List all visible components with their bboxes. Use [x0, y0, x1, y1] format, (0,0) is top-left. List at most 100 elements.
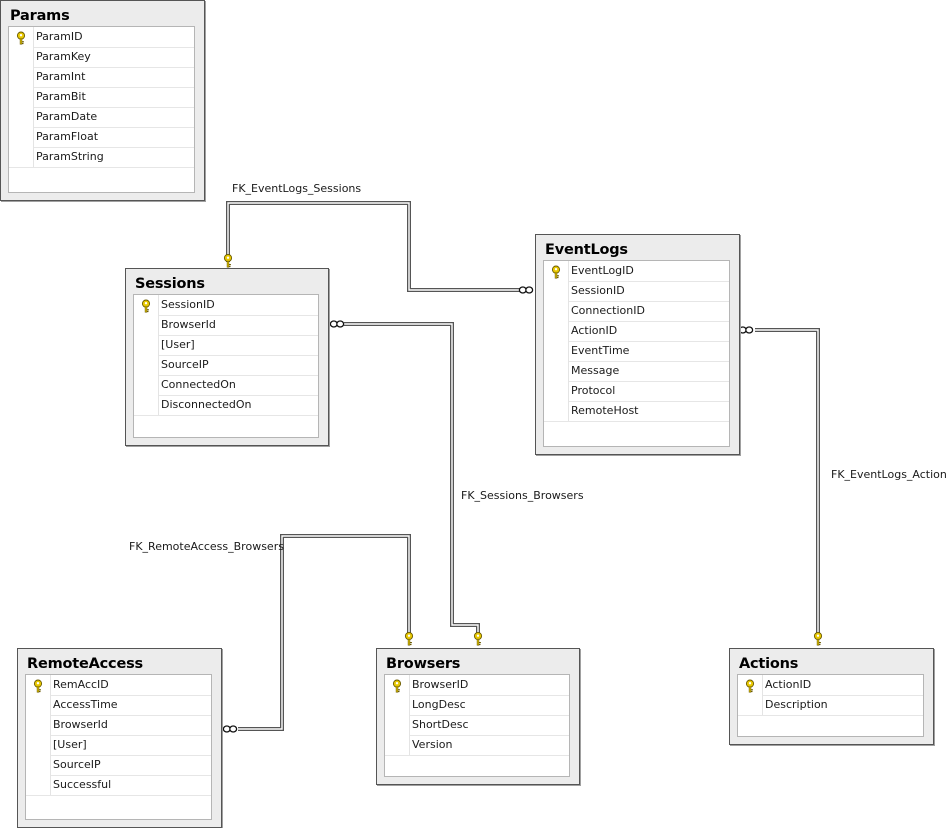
column-row[interactable]: Description [738, 695, 923, 716]
column-row[interactable]: ParamDate [9, 107, 194, 128]
column-row[interactable]: ParamBit [9, 87, 194, 108]
row-selector[interactable] [26, 775, 51, 795]
key-icon [813, 631, 823, 646]
row-selector[interactable] [544, 261, 569, 281]
row-selector[interactable] [9, 67, 34, 87]
table-title[interactable]: Browsers [386, 656, 461, 672]
relationship-fk-sessions-browsers[interactable] [329, 320, 483, 646]
row-selector[interactable] [9, 127, 34, 147]
column-row[interactable]: ActionID [738, 675, 923, 696]
row-selector[interactable] [134, 375, 159, 395]
row-selector[interactable] [9, 27, 34, 47]
column-name: ActionID [571, 324, 618, 337]
table-title[interactable]: RemoteAccess [27, 656, 143, 672]
column-row[interactable]: ParamID [9, 27, 194, 48]
column-row[interactable]: ParamFloat [9, 127, 194, 148]
table-title[interactable]: EventLogs [545, 242, 628, 258]
column-row[interactable]: ParamString [9, 147, 194, 168]
column-name: SourceIP [53, 758, 101, 771]
row-selector[interactable] [544, 401, 569, 421]
column-row[interactable]: SessionID [134, 295, 318, 316]
row-selector[interactable] [26, 735, 51, 755]
column-row[interactable]: [User] [26, 735, 211, 756]
column-name: RemoteHost [571, 404, 639, 417]
column-row[interactable]: EventLogID [544, 261, 729, 282]
row-selector[interactable] [26, 695, 51, 715]
row-selector[interactable] [385, 695, 410, 715]
row-selector[interactable] [544, 321, 569, 341]
row-selector[interactable] [544, 301, 569, 321]
column-row[interactable]: ConnectedOn [134, 375, 318, 396]
row-selector[interactable] [134, 355, 159, 375]
column-row[interactable]: RemAccID [26, 675, 211, 696]
relationship-label[interactable]: FK_EventLogs_Sessions [232, 182, 362, 195]
column-name: SessionID [161, 298, 215, 311]
column-row[interactable]: ActionID [544, 321, 729, 342]
column-name: ParamKey [36, 50, 91, 63]
column-row[interactable]: SourceIP [26, 755, 211, 776]
column-row[interactable]: ConnectionID [544, 301, 729, 322]
row-selector[interactable] [26, 755, 51, 775]
relationship-fk-remoteaccess-browsers[interactable] [222, 534, 414, 733]
column-row[interactable]: [User] [134, 335, 318, 356]
row-selector[interactable] [9, 87, 34, 107]
row-selector[interactable] [544, 381, 569, 401]
column-row[interactable]: ParamKey [9, 47, 194, 68]
column-name: RemAccID [53, 678, 109, 691]
row-selector[interactable] [544, 341, 569, 361]
column-row[interactable]: Message [544, 361, 729, 382]
table-title[interactable]: Params [10, 8, 70, 24]
primary-key-icon [32, 678, 44, 693]
row-selector[interactable] [544, 361, 569, 381]
relationship-fk-eventlogs-sessions[interactable] [223, 201, 534, 294]
column-row[interactable]: ShortDesc [385, 715, 569, 736]
relationship-fk-eventlogs-actions[interactable] [738, 326, 823, 646]
column-row[interactable]: Successful [26, 775, 211, 796]
column-row[interactable]: BrowserId [26, 715, 211, 736]
relationship-label[interactable]: FK_EventLogs_Actions [831, 468, 946, 481]
column-row[interactable]: ParamInt [9, 67, 194, 88]
row-selector[interactable] [544, 281, 569, 301]
column-name: [User] [53, 738, 87, 751]
row-selector[interactable] [26, 675, 51, 695]
column-name: ParamString [36, 150, 104, 163]
table-title[interactable]: Sessions [135, 276, 205, 292]
column-row[interactable]: AccessTime [26, 695, 211, 716]
row-selector[interactable] [9, 147, 34, 167]
column-row[interactable]: LongDesc [385, 695, 569, 716]
row-selector[interactable] [134, 335, 159, 355]
row-selector[interactable] [134, 295, 159, 315]
column-row[interactable]: RemoteHost [544, 401, 729, 422]
table-title[interactable]: Actions [739, 656, 799, 672]
column-row[interactable]: BrowserId [134, 315, 318, 336]
infinity-icon [738, 326, 754, 334]
relationship-label[interactable]: FK_Sessions_Browsers [461, 489, 584, 502]
column-row[interactable]: DisconnectedOn [134, 395, 318, 416]
row-selector[interactable] [9, 107, 34, 127]
relationship-label[interactable]: FK_RemoteAccess_Browsers [129, 540, 284, 553]
column-row[interactable]: Protocol [544, 381, 729, 402]
column-row[interactable]: Version [385, 735, 569, 756]
row-selector[interactable] [134, 395, 159, 415]
row-selector[interactable] [385, 675, 410, 695]
relationship-line-inner [755, 329, 819, 636]
column-row[interactable]: SourceIP [134, 355, 318, 376]
row-selector[interactable] [738, 675, 763, 695]
column-row[interactable]: BrowserID [385, 675, 569, 696]
row-selector[interactable] [26, 715, 51, 735]
row-selector[interactable] [134, 315, 159, 335]
row-selector[interactable] [738, 695, 763, 715]
relationship-line-inner [344, 323, 479, 638]
column-row[interactable]: EventTime [544, 341, 729, 362]
row-selector[interactable] [9, 47, 34, 67]
row-selector[interactable] [385, 715, 410, 735]
column-row[interactable]: SessionID [544, 281, 729, 302]
row-selector[interactable] [385, 735, 410, 755]
